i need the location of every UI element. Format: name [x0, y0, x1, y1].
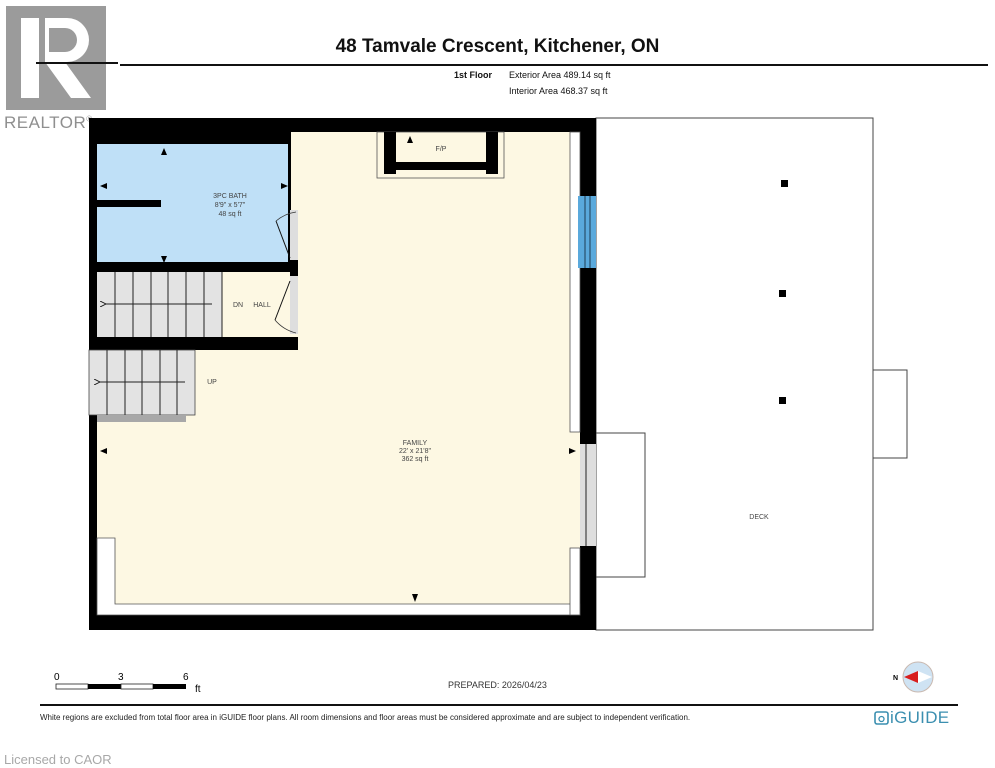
realtor-r-icon: [6, 6, 118, 110]
room-hall: DN HALL: [222, 272, 298, 337]
room-area-bath: 48 sq ft: [219, 211, 242, 218]
title-divider: [120, 64, 988, 66]
exterior-area: Exterior Area 489.14 sq ft: [509, 70, 611, 80]
realtor-logo: [0, 0, 118, 136]
room-label-hall: HALL: [253, 302, 271, 309]
room-dims-family: 22' x 21'8": [399, 448, 432, 455]
room-label-family: FAMILY: [403, 440, 428, 447]
iguide-brand: iGUIDE: [890, 708, 950, 727]
deck-post: [781, 180, 788, 187]
stairs-down-label: DN: [233, 302, 243, 309]
deck-post: [779, 290, 786, 297]
scale-tick-6: 6: [183, 672, 189, 683]
scale-tick-3: 3: [118, 672, 124, 683]
scale-unit: ft: [195, 684, 201, 695]
footer-divider: [40, 704, 958, 706]
scale-bar: 0 3 6 ft: [54, 672, 201, 695]
page-title: 48 Tamvale Crescent, Kitchener, ON: [335, 36, 660, 57]
prepared-date: PREPARED: 2026/04/23: [448, 680, 547, 690]
stairs-up-label: UP: [207, 379, 217, 386]
deck-post: [779, 397, 786, 404]
iguide-logo-icon: [874, 711, 889, 725]
stairs-down: [97, 272, 223, 337]
sliding-door: [580, 444, 596, 546]
dimension-arrow-icon: [407, 136, 413, 143]
compass-north-label: N: [893, 675, 898, 682]
interior-area: Interior Area 468.37 sq ft: [509, 86, 608, 96]
room-dims-bath: 8'9" x 5'7": [215, 202, 246, 209]
room-label-deck: DECK: [749, 514, 769, 521]
scale-tick-0: 0: [54, 672, 60, 683]
disclaimer-text: White regions are excluded from total fl…: [40, 713, 691, 722]
room-label-bath: 3PC BATH: [213, 193, 247, 200]
room-label-fireplace: F/P: [436, 146, 447, 153]
compass-icon: N: [893, 661, 934, 693]
license-text: Licensed to CAOR: [4, 752, 112, 767]
stairs-up: UP: [88, 349, 217, 422]
window: [578, 196, 596, 268]
room-area-family: 362 sq ft: [402, 456, 429, 463]
floor-label: 1st Floor: [454, 70, 493, 80]
room-family: FAMILY 22' x 21'8" 362 sq ft: [100, 440, 576, 602]
fireplace: F/P: [376, 131, 505, 179]
room-bath: 3PC BATH 8'9" x 5'7" 48 sq ft: [97, 132, 298, 266]
realtor-text: REALTOR: [4, 113, 87, 132]
deck: DECK: [595, 117, 908, 631]
